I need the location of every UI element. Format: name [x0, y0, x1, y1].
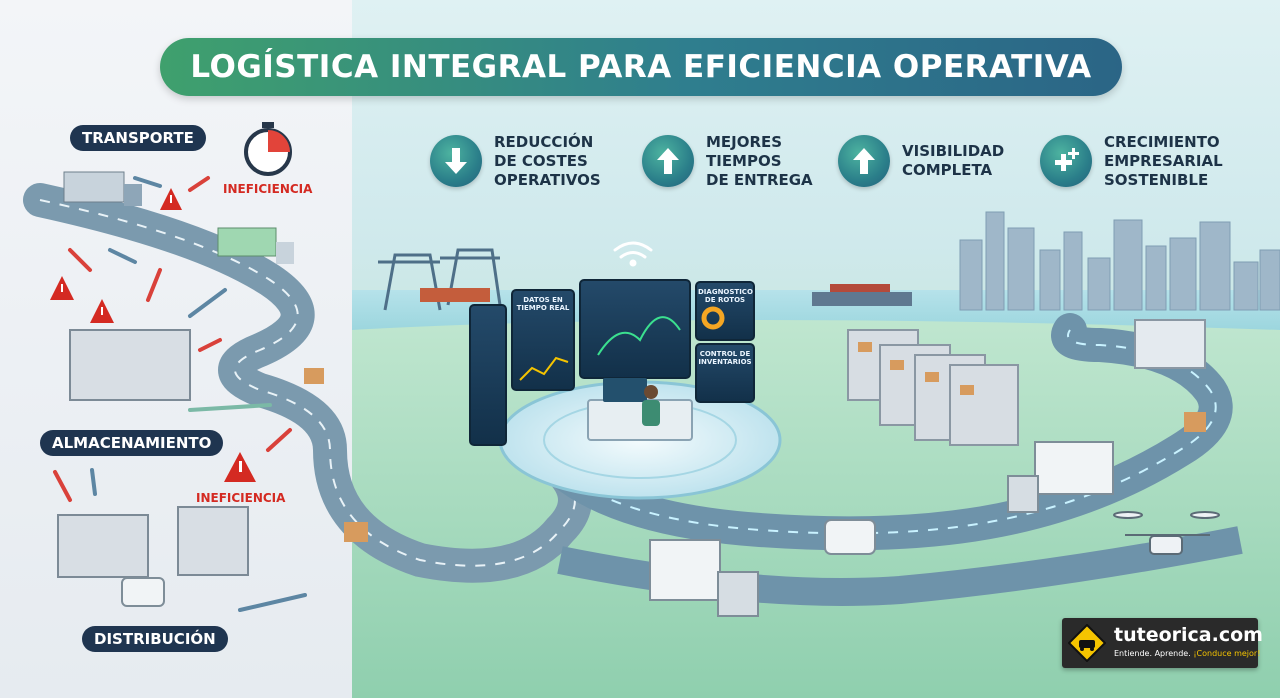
road-left — [23, 183, 592, 583]
benefit-tiempos-entrega: MEJORES TIEMPOS DE ENTREGA — [642, 128, 813, 194]
city-skyline — [959, 211, 1280, 311]
stage-transporte: TRANSPORTE — [70, 125, 206, 151]
distribution-center — [1134, 319, 1206, 369]
benefit-text-line: EMPRESARIAL — [1104, 151, 1223, 170]
ship-containers — [830, 284, 890, 292]
rack-boxes — [858, 342, 974, 395]
chaos-arrows — [53, 176, 307, 612]
benefit-text-line: OPERATIVOS — [494, 170, 601, 189]
drone — [1113, 511, 1220, 555]
screen-label-inventory: CONTROL DE INVENTARIOS — [698, 350, 752, 366]
left-warehouse — [69, 329, 191, 401]
stopwatch-icon — [244, 122, 292, 176]
benefit-visibilidad: VISIBILIDAD COMPLETA — [838, 128, 1004, 194]
benefit-text-line: TIEMPOS — [706, 151, 782, 170]
truck-left-1 — [63, 171, 142, 206]
benefit-text-line: DE ENTREGA — [706, 170, 813, 189]
screen-far-left — [469, 304, 507, 446]
wifi-icon — [613, 241, 653, 267]
benefit-crecimiento: CRECIMIENTO EMPRESARIAL SOSTENIBLE — [1040, 128, 1223, 194]
warning-icon — [160, 188, 182, 210]
arrow-down-icon — [430, 135, 482, 187]
plus-icon — [1040, 135, 1092, 187]
screen-inventory — [695, 343, 755, 403]
line-chart-mark — [519, 356, 569, 381]
operator-body — [642, 400, 660, 426]
car-sign-icon — [1068, 624, 1106, 662]
inefficiency-label-middle: INEFICIENCIA — [196, 491, 286, 505]
delivery-van — [824, 519, 876, 555]
page-title: LOGÍSTICA INTEGRAL PARA EFICIENCIA OPERA… — [190, 49, 1092, 85]
screen-label-realtime: DATOS EN TIEMPO REAL — [516, 296, 570, 312]
operator-desk — [587, 399, 693, 441]
map-route-line — [597, 316, 681, 356]
port-cranes — [378, 248, 502, 311]
screen-realtime-data — [511, 289, 575, 391]
arrow-up-icon — [838, 135, 890, 187]
logo-slogan-a: Entiende. Aprende. — [1114, 649, 1194, 658]
stage-almacenamiento: ALMACENAMIENTO — [40, 430, 224, 456]
benefit-text-line: CRECIMIENTO — [1104, 132, 1220, 151]
benefit-text-line: VISIBILIDAD — [902, 142, 1005, 160]
truck-front — [649, 539, 759, 617]
screen-label-breakage: DIAGNOSTICO DE ROTOS — [698, 288, 753, 304]
warning-icon — [50, 276, 74, 300]
arrow-up-icon — [642, 135, 694, 187]
operator — [644, 385, 658, 399]
benefit-text-line: DE COSTES — [494, 151, 588, 170]
truck-left-2 — [217, 227, 294, 264]
container-ship — [420, 288, 490, 302]
tuteorica-logo[interactable]: tuteorica.com Entiende. Aprende. ¡Conduc… — [1062, 618, 1263, 668]
left-distribution-warehouse — [57, 506, 249, 578]
benefit-text-line: SOSTENIBLE — [1104, 170, 1209, 189]
truck-big-right — [1007, 441, 1114, 513]
desk-monitor — [603, 378, 647, 402]
warning-icon — [224, 452, 256, 482]
box-on-road — [304, 368, 324, 384]
title-banner: LOGÍSTICA INTEGRAL PARA EFICIENCIA OPERA… — [160, 38, 1122, 96]
benefit-text-line: COMPLETA — [902, 161, 993, 179]
stage-distribucion: DISTRIBUCIÓN — [82, 626, 228, 652]
box-on-road-lower — [344, 522, 368, 542]
logo-brand: tuteorica.com — [1114, 624, 1263, 646]
screen-world-map — [579, 279, 691, 379]
warehouse-racks — [847, 329, 1019, 446]
warning-icon — [90, 299, 114, 323]
pie-chart-mark — [701, 306, 725, 330]
box-right — [1184, 412, 1206, 432]
logo-slogan: Entiende. Aprende. ¡Conduce mejor! — [1114, 649, 1260, 658]
benefit-text-line: REDUCCIÓN — [494, 132, 594, 151]
benefit-text-line: MEJORES — [706, 132, 783, 151]
cargo-ship — [812, 292, 912, 306]
inefficiency-label-top: INEFICIENCIA — [223, 182, 313, 196]
left-van — [121, 577, 165, 607]
logo-slogan-b: ¡Conduce mejor! — [1193, 649, 1261, 658]
benefit-reduccion-costes: REDUCCIÓN DE COSTES OPERATIVOS — [430, 128, 601, 194]
